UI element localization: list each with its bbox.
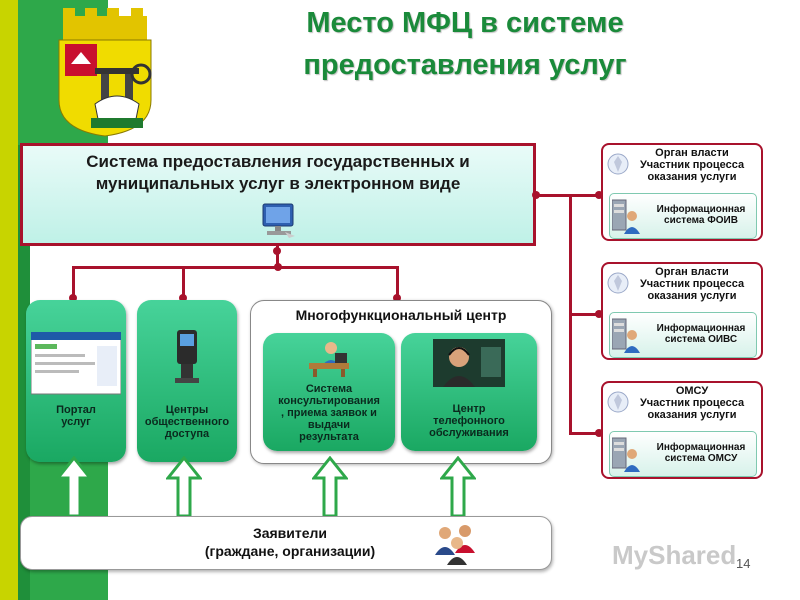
connector-line: [72, 266, 75, 300]
info-label-line-1: Информационная: [656, 204, 746, 215]
applicants-box: Заявители (граждане, организации): [20, 516, 552, 570]
portal-label-line-1: Портал: [56, 404, 96, 416]
authority-heading-line-2: Участник процесса: [639, 397, 745, 409]
connector-dot: [393, 294, 401, 302]
information-system-label: Информационная система ФОИВ: [646, 204, 756, 226]
mfc-container: Многофункциональный центр Система консул…: [250, 300, 552, 464]
operator-at-desk-icon: [309, 342, 349, 377]
emblem-icon: [607, 272, 629, 294]
people-group-icon: [435, 525, 475, 565]
title-line-2: предоставления услуг: [303, 49, 627, 81]
authority-heading-line-2: Участник процесса: [639, 159, 745, 171]
connector-dot: [274, 263, 282, 271]
public-access-label: Центры общественного доступа: [137, 404, 237, 440]
info-label-line-2: система ОИВС: [664, 334, 738, 345]
public-access-label-line-3: доступа: [164, 428, 210, 440]
consulting-label-line-1: Система: [305, 383, 353, 395]
kiosk-icon: [175, 330, 199, 383]
authority-heading-line-2: Участник процесса: [639, 278, 745, 290]
authority-box-foiv: Орган власти Участник процесса оказания …: [601, 143, 763, 241]
authority-heading-line-1: Орган власти: [655, 147, 729, 159]
connector-line: [569, 432, 601, 435]
connector-dot: [179, 294, 187, 302]
page-number: 14: [736, 556, 751, 571]
information-system-box: Информационная система ОМСУ: [609, 431, 757, 477]
applicants-label: Заявители (граждане, организации): [85, 524, 495, 560]
info-label-line-1: Информационная: [656, 323, 746, 334]
authority-heading-line-1: Орган власти: [655, 266, 729, 278]
call-center-label-line-3: обслуживания: [429, 427, 509, 439]
connector-dot: [532, 191, 540, 199]
authority-heading: Орган власти Участник процесса оказания …: [623, 147, 761, 183]
info-label-line-2: система ФОИВ: [664, 215, 738, 226]
info-label-line-2: система ОМСУ: [664, 453, 738, 464]
authority-heading-line-1: ОМСУ: [675, 385, 709, 397]
watermark-text: MyShared: [612, 540, 737, 570]
coat-of-arms-icon: [58, 8, 152, 137]
server-user-icon: [612, 199, 640, 234]
consulting-label-line-5: результата: [299, 431, 359, 443]
page-title: Место МФЦ в системе предоставления услуг: [215, 2, 715, 86]
connector-dot: [69, 294, 77, 302]
electronic-services-system-box: Система предоставления государственных и…: [20, 143, 536, 246]
portal-label-line-2: услуг: [61, 416, 91, 428]
portal-label: Портал услуг: [26, 404, 126, 428]
up-arrow-icon: [56, 456, 92, 518]
info-label-line-1: Информационная: [656, 442, 746, 453]
server-user-icon: [612, 318, 640, 353]
system-label-line-2: муниципальных услуг в электронном виде: [95, 174, 461, 193]
call-center-operator-icon: [433, 339, 505, 387]
connector-line: [182, 266, 185, 300]
consulting-label-line-3: , приема заявок и: [281, 407, 377, 419]
web-page-icon: [31, 332, 121, 395]
connector-line: [72, 266, 398, 269]
authority-heading-line-3: оказания услуги: [647, 171, 737, 183]
emblem-icon: [607, 391, 629, 413]
connector-line: [569, 313, 601, 316]
computer-icon: [262, 203, 295, 238]
title-line-1: Место МФЦ в системе: [306, 7, 624, 39]
portal-card[interactable]: Портал услуг: [26, 300, 126, 462]
connector-line: [569, 194, 601, 197]
system-label-line-1: Система предоставления государственных и: [86, 152, 470, 171]
consulting-system-label: Система консультирования , приема заявок…: [263, 383, 395, 443]
mfc-title: Многофункциональный центр: [295, 307, 507, 323]
connector-dot: [595, 310, 603, 318]
public-access-label-line-1: Центры: [165, 404, 209, 416]
connector-dot: [595, 191, 603, 199]
public-access-card[interactable]: Центры общественного доступа: [137, 300, 237, 462]
public-access-label-line-2: общественного: [144, 416, 230, 428]
authority-heading-line-3: оказания услуги: [647, 290, 737, 302]
consulting-label-line-2: консультирования: [278, 395, 380, 407]
up-arrow-icon: [312, 456, 348, 518]
information-system-box: Информационная система ОИВС: [609, 312, 757, 358]
connector-line: [276, 246, 279, 268]
connector-line: [396, 266, 399, 300]
connector-dot: [273, 247, 281, 255]
server-user-icon: [612, 437, 640, 472]
applicants-label-line-1: Заявители: [252, 525, 328, 541]
authority-heading-line-3: оказания услуги: [647, 409, 737, 421]
consulting-label-line-4: выдачи: [307, 419, 351, 431]
call-center-label-line-2: телефонного: [433, 415, 505, 427]
up-arrow-icon: [166, 456, 202, 518]
authority-box-omsu: ОМСУ Участник процесса оказания услуги И…: [601, 381, 763, 479]
information-system-box: Информационная система ФОИВ: [609, 193, 757, 239]
call-center-card[interactable]: Центр телефонного обслуживания: [401, 333, 537, 451]
connector-dot: [595, 429, 603, 437]
information-system-label: Информационная система ОИВС: [646, 323, 756, 345]
authority-box-oivs: Орган власти Участник процесса оказания …: [601, 262, 763, 360]
call-center-label: Центр телефонного обслуживания: [401, 403, 537, 439]
applicants-label-line-2: (граждане, организации): [204, 543, 376, 559]
authority-heading: Орган власти Участник процесса оказания …: [623, 266, 761, 302]
call-center-label-line-1: Центр: [452, 403, 486, 415]
connector-line: [536, 194, 570, 197]
system-label: Система предоставления государственных и…: [23, 151, 533, 195]
consulting-system-card[interactable]: Система консультирования , приема заявок…: [263, 333, 395, 451]
up-arrow-icon: [440, 456, 476, 518]
information-system-label: Информационная система ОМСУ: [646, 442, 756, 464]
emblem-icon: [607, 153, 629, 175]
authority-heading: ОМСУ Участник процесса оказания услуги: [623, 385, 761, 421]
